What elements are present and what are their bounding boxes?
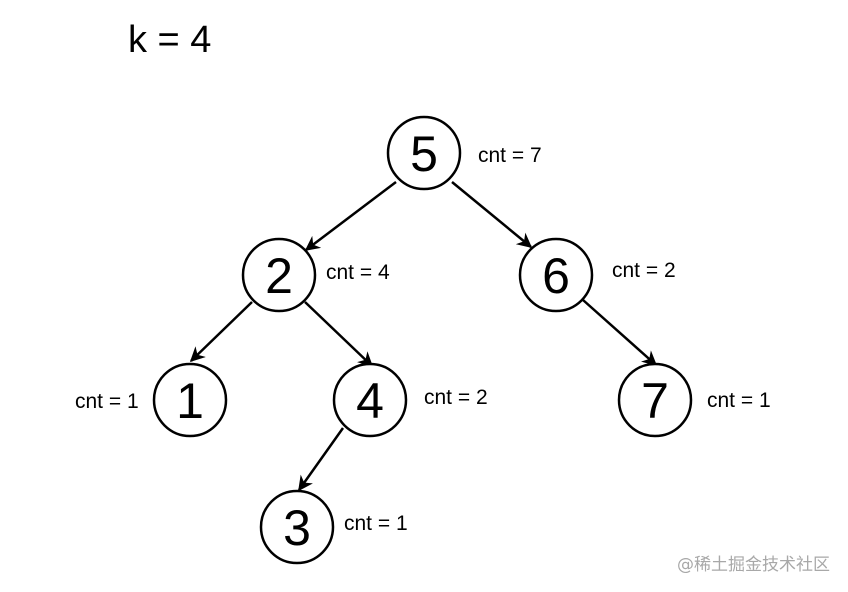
edge-6-7 bbox=[582, 299, 658, 366]
edge-5-6 bbox=[451, 181, 533, 248]
tree-node-6: 6 cnt = 2 bbox=[518, 237, 676, 313]
cnt-label: cnt = 2 bbox=[424, 386, 488, 409]
tree-node-4: 4 cnt = 2 bbox=[332, 362, 488, 438]
tree-node-1: 1 cnt = 1 bbox=[75, 362, 228, 438]
watermark-text: @稀土掘金技术社区 bbox=[677, 555, 830, 575]
node-circle bbox=[617, 362, 693, 438]
edge-2-4 bbox=[304, 301, 374, 368]
cnt-label: cnt = 1 bbox=[75, 390, 139, 413]
tree-node-2: 2 cnt = 4 bbox=[241, 237, 390, 313]
cnt-label: cnt = 2 bbox=[612, 259, 676, 282]
node-circle bbox=[152, 362, 228, 438]
node-value: 1 bbox=[176, 373, 204, 429]
node-circle bbox=[259, 489, 335, 565]
tree-edges bbox=[189, 181, 658, 492]
cnt-label: cnt = 7 bbox=[478, 144, 542, 167]
node-circle bbox=[332, 362, 408, 438]
cnt-label: cnt = 1 bbox=[707, 389, 771, 412]
edge-5-2 bbox=[304, 181, 397, 251]
edge-4-3 bbox=[297, 427, 345, 492]
node-value: 5 bbox=[410, 126, 438, 182]
node-circle bbox=[386, 115, 462, 191]
node-value: 7 bbox=[641, 373, 669, 429]
node-value: 4 bbox=[356, 373, 384, 429]
node-circle bbox=[518, 237, 594, 313]
tree-node-5: 5 cnt = 7 bbox=[386, 115, 542, 191]
k-value-title: k = 4 bbox=[128, 19, 211, 61]
tree-node-3: 3 cnt = 1 bbox=[259, 489, 408, 565]
node-value: 3 bbox=[283, 500, 311, 556]
edge-2-1 bbox=[189, 301, 253, 363]
tree-node-7: 7 cnt = 1 bbox=[617, 362, 771, 438]
node-value: 2 bbox=[265, 248, 293, 304]
node-value: 6 bbox=[542, 248, 570, 304]
cnt-label: cnt = 1 bbox=[344, 512, 408, 535]
node-circle bbox=[241, 237, 317, 313]
cnt-label: cnt = 4 bbox=[326, 261, 390, 284]
